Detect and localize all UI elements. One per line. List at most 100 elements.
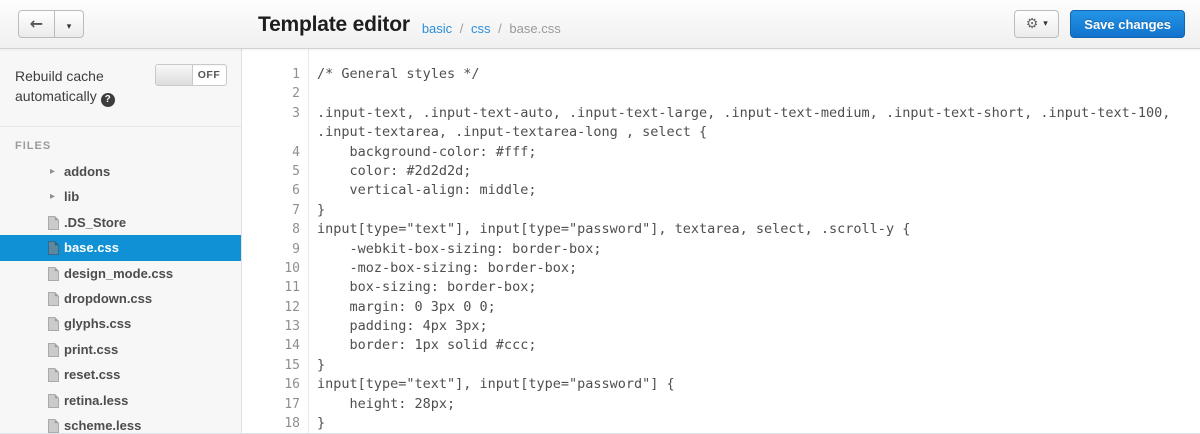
back-button[interactable]: ← [18,10,55,38]
chevron-down-icon: ▾ [66,21,72,32]
gutter-divider [308,49,309,433]
code-text: color: #2d2d2d; [317,162,472,179]
file-tree: ▸ addons ▸ lib .DS_Store base.css design… [0,159,241,434]
breadcrumb-link-basic[interactable]: basic [421,20,453,36]
sidebar-file-retina.less[interactable]: retina.less [0,388,241,413]
code-line[interactable]: 11 box-sizing: border-box; [243,278,1200,297]
gear-icon: ⚙ [1025,16,1039,32]
code-text: -moz-box-sizing: border-box; [317,259,578,276]
file-icon [48,215,59,230]
code-line[interactable]: 8 input[type="text"], input[type="passwo… [243,220,1200,239]
code-line[interactable]: 3 .input-text, .input-text-auto, .input-… [243,104,1200,123]
line-number: 13 [284,319,300,335]
code-text: box-sizing: border-box; [317,279,537,296]
topbar: ← ▾ Template editor basic / css / base.c… [0,0,1200,49]
line-number: 3 [292,105,300,121]
file-name: base.css [64,240,119,256]
code-line[interactable]: 14 border: 1px solid #ccc; [243,336,1200,355]
breadcrumb: basic / css / base.css [422,14,561,36]
file-icon [48,266,59,281]
line-number: 1 [292,67,300,82]
breadcrumb-current-file: base.css [509,20,561,36]
back-dropdown-button[interactable]: ▾ [55,10,84,38]
code-line[interactable]: 10 -moz-box-sizing: border-box; [243,259,1200,278]
line-number: 11 [284,280,300,296]
file-name: glyphs.css [64,316,132,332]
code-text: -webkit-box-sizing: border-box; [317,240,602,257]
chevron-right-icon: ▸ [50,191,56,203]
code-line[interactable]: 7 } [243,201,1200,220]
code-line[interactable]: 9 -webkit-box-sizing: border-box; [243,240,1200,259]
code-line[interactable]: 13 padding: 4px 3px; [243,317,1200,336]
sidebar-file-.DS_Store[interactable]: .DS_Store [0,210,241,235]
file-icon [48,241,59,256]
rebuild-cache-label-line1: Rebuild cache [15,68,104,84]
sidebar-folder-addons[interactable]: ▸ addons [0,159,241,184]
line-number: 2 [292,86,300,102]
line-number: 7 [292,202,300,218]
code-text: input[type="text"], input[type="password… [317,221,911,238]
breadcrumb-link-css[interactable]: css [471,20,491,36]
title-area: Template editor basic / css / base.css [258,0,561,49]
code-line[interactable]: .input-textarea, .input-textarea-long , … [243,123,1200,142]
sidebar-file-reset.css[interactable]: reset.css [0,362,241,387]
line-number: 17 [284,396,300,412]
line-number: 15 [284,357,300,373]
line-number: 14 [284,338,300,354]
file-name: retina.less [64,392,129,408]
sidebar-folder-lib[interactable]: ▸ lib [0,184,241,209]
file-icon [48,418,59,433]
save-changes-button[interactable]: Save changes [1070,10,1185,38]
line-number: 8 [292,222,300,238]
sidebar-file-design_mode.css[interactable]: design_mode.css [0,261,241,286]
folder-name: lib [64,189,80,205]
line-number: 4 [292,144,300,160]
breadcrumb-separator: / [498,20,502,36]
breadcrumb-separator: / [459,20,464,36]
sidebar-file-base.css[interactable]: base.css [0,235,241,261]
code-lines: 1 /* General styles */ 2 3 .input-text, … [243,65,1200,433]
line-number: 9 [292,241,300,257]
sidebar-file-dropdown.css[interactable]: dropdown.css [0,286,241,311]
code-line[interactable]: 15 } [243,356,1200,375]
code-editor[interactable]: 1 /* General styles */ 2 3 .input-text, … [243,49,1200,433]
file-icon [48,342,59,357]
code-text: .input-text, .input-text-auto, .input-te… [317,104,1171,121]
code-line[interactable]: 4 background-color: #fff; [243,143,1200,162]
code-text: } [317,201,326,218]
code-text: } [317,415,326,432]
code-text: vertical-align: middle; [317,182,537,199]
page-title: Template editor [258,12,410,36]
line-number: 5 [292,163,300,179]
file-name: design_mode.css [64,265,174,281]
code-line[interactable]: 2 [243,84,1200,103]
topbar-actions: ⚙ ▾ Save changes [1014,10,1185,38]
code-text: padding: 4px 3px; [317,318,488,335]
code-line[interactable]: 16 input[type="text"], input[type="passw… [243,375,1200,394]
file-name: scheme.less [64,417,142,433]
line-number: 16 [284,377,300,393]
help-icon[interactable]: ? [100,93,115,107]
code-line[interactable]: 18 } [243,414,1200,433]
folder-name: addons [64,164,111,179]
line-number: 18 [284,416,300,432]
file-icon [48,291,59,306]
toggle-state-label: OFF [197,69,221,81]
code-text: margin: 0 3px 0 0; [317,298,496,315]
file-icon [48,317,59,332]
code-line[interactable]: 6 vertical-align: middle; [243,181,1200,200]
sidebar-file-glyphs.css[interactable]: glyphs.css [0,311,241,336]
rebuild-cache-toggle[interactable]: OFF [155,64,227,86]
sidebar-file-scheme.less[interactable]: scheme.less [0,413,241,434]
chevron-right-icon: ▸ [50,166,56,177]
code-line[interactable]: 1 /* General styles */ [243,65,1200,84]
back-arrow-icon: ← [29,14,44,33]
code-line[interactable]: 5 color: #2d2d2d; [243,162,1200,181]
sidebar-file-print.css[interactable]: print.css [0,337,241,362]
code-line[interactable]: 17 height: 28px; [243,395,1200,414]
settings-dropdown-button[interactable]: ⚙ ▾ [1014,10,1060,38]
rebuild-cache-section: Rebuild cache automatically? OFF [0,49,241,127]
back-button-group: ← ▾ [18,10,84,38]
code-line[interactable]: 12 margin: 0 3px 0 0; [243,298,1200,317]
